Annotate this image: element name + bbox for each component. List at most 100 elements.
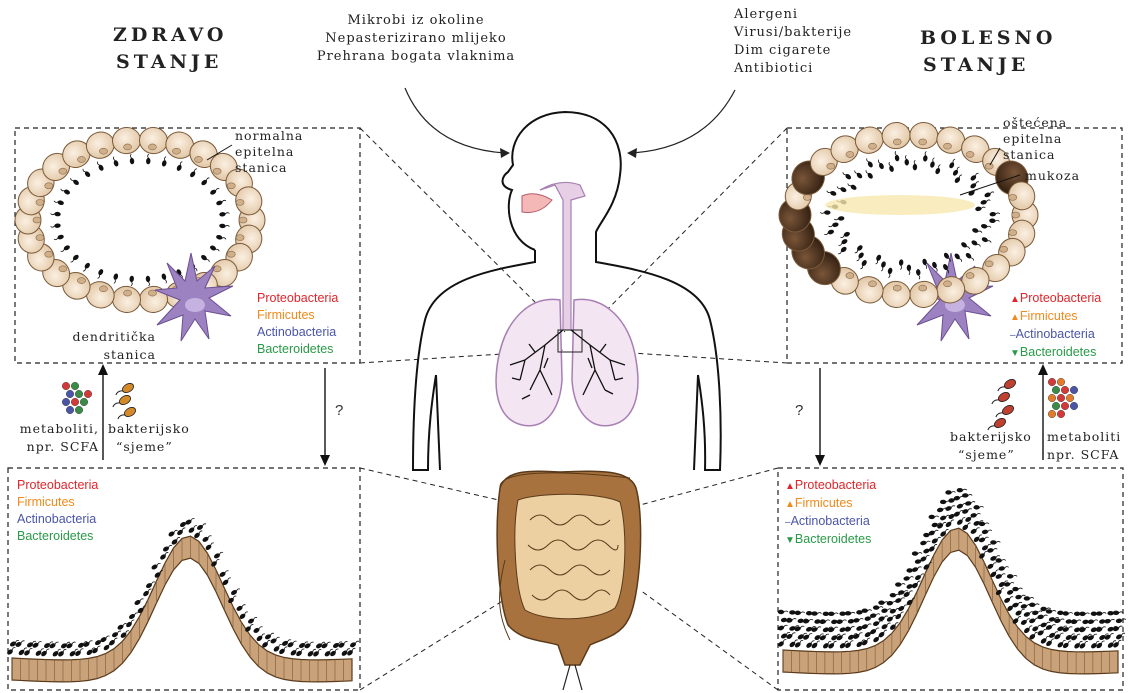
bacterium (979, 522, 989, 526)
cell-nucleus (77, 278, 85, 284)
bacterium (970, 512, 981, 518)
cell-nucleus (1000, 246, 1008, 252)
bacterium (853, 169, 863, 179)
cell-nucleus (148, 290, 156, 296)
cell-nucleus (919, 139, 927, 145)
bacterium (145, 276, 150, 287)
cell-nucleus (236, 199, 244, 205)
disease-question-mark: ? (795, 402, 803, 419)
bacterium (956, 516, 967, 526)
dendritic-cell-label: dendritička stanica (64, 328, 156, 364)
epithelial-cell (881, 280, 912, 309)
bacterium (176, 161, 185, 172)
bacterium (239, 610, 250, 620)
bacterium (971, 239, 982, 248)
bacterium (209, 187, 220, 196)
metabolite-dot (1052, 386, 1060, 394)
cell-nucleus (944, 143, 952, 149)
bacterium (861, 636, 872, 646)
cell-nucleus (919, 285, 927, 291)
seed-bacterium (996, 378, 1017, 395)
bacterium (961, 507, 972, 515)
bacterium (990, 540, 1000, 544)
bacterium (253, 625, 264, 634)
bacterium (945, 504, 956, 512)
bacterium (819, 618, 830, 624)
metabolite-dot (1066, 394, 1074, 402)
phylum-name: Firmicutes (1020, 309, 1078, 323)
bacterium (889, 607, 900, 615)
metabolite-dot (1057, 378, 1065, 386)
cell-nucleus (195, 156, 203, 162)
bacterium (916, 269, 921, 280)
bacterium (60, 187, 71, 196)
bacterium (1095, 625, 1106, 633)
bacterium (998, 565, 1009, 571)
bacterium (202, 534, 213, 543)
cell-nucleus (893, 285, 901, 291)
bacterium (168, 529, 179, 538)
metabolite-dot (1048, 378, 1056, 386)
disease-gut-phyla-list: ▲Proteobacteria▲Firmicutes‒Actinobacteri… (785, 477, 876, 549)
phylum-name: Proteobacteria (257, 291, 338, 305)
cell-nucleus (1009, 230, 1017, 236)
bacterium (827, 640, 838, 650)
bacterium (820, 210, 830, 215)
bacterium (1096, 611, 1106, 615)
bacterium (855, 252, 865, 263)
bacterium (987, 561, 998, 570)
bacterium (864, 169, 874, 180)
metabolite-dot (62, 382, 70, 390)
cell-nucleus (213, 168, 221, 174)
bacterium (973, 505, 983, 509)
epithelial-cell (908, 280, 939, 309)
bacterium (1024, 596, 1034, 600)
metabolite-dot (84, 390, 92, 398)
bacterium (837, 246, 848, 256)
bacterium (129, 154, 135, 165)
healthy-factors-list: Mikrobi iz okoline Nepasterizirano mlije… (286, 12, 546, 66)
bacterium (874, 254, 882, 265)
bacterium (1012, 587, 1022, 591)
bacterium (209, 245, 220, 254)
seed-bacterium (990, 391, 1011, 408)
bacterium (870, 612, 881, 618)
bacterium (161, 156, 168, 167)
metabolite-dot (75, 406, 83, 414)
cell-nucleus (846, 273, 854, 279)
bacterium (840, 231, 851, 239)
bacterium (1113, 611, 1123, 615)
bacterium (216, 199, 227, 206)
metabolite-dot (66, 390, 74, 398)
bacterium (60, 244, 71, 253)
bacterium (69, 176, 80, 186)
phylum-name: Actinobacteria (257, 325, 336, 339)
bacterium (923, 151, 929, 162)
bacterium (945, 518, 956, 528)
epithelial-cell (111, 285, 142, 314)
cell-nucleus (868, 143, 876, 149)
phylum-item: Firmicutes (17, 494, 98, 511)
cell-nucleus (59, 266, 67, 272)
bacterium (338, 640, 349, 649)
bacterium (777, 624, 788, 632)
bacterium (1003, 595, 1014, 604)
bacterium (952, 166, 961, 177)
cell-nucleus (173, 148, 181, 154)
bacterium (881, 621, 892, 630)
bacterium (219, 211, 230, 217)
cell-nucleus (239, 217, 247, 223)
bacterium (811, 625, 822, 633)
metabolite-dot (1048, 394, 1056, 402)
bacterium (836, 618, 847, 624)
bacterium (965, 500, 976, 506)
cell-nucleus (868, 281, 876, 287)
bacterium (836, 632, 847, 641)
mucus-label: mukoza (1025, 167, 1080, 184)
bacterium (869, 626, 880, 635)
cell-nucleus (236, 235, 244, 241)
bacterium (948, 158, 957, 169)
bacterium (81, 167, 91, 178)
disease-lung-phyla-list: ▲Proteobacteria▲Firmicutes‒Actinobacteri… (1010, 290, 1101, 362)
bacterium (975, 206, 986, 212)
